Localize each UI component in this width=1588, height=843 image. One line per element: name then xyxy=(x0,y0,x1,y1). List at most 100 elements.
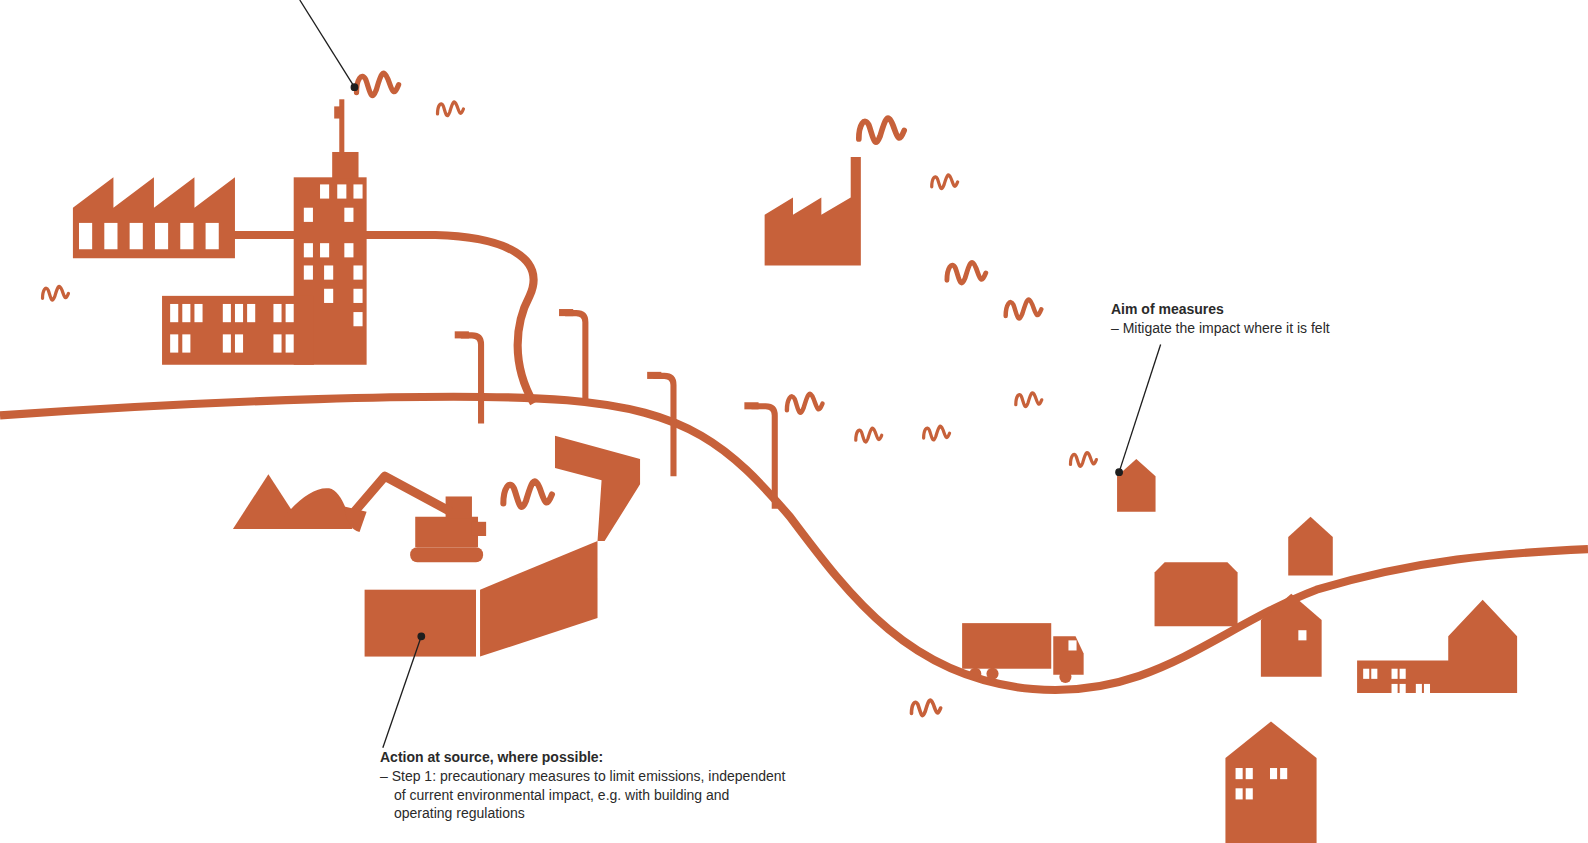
illustration-part xyxy=(182,334,190,352)
road xyxy=(0,397,1588,690)
excavator-arm xyxy=(354,476,450,511)
callout-note: – Step 1: precautionary measures to limi… xyxy=(380,767,786,823)
illustration-part xyxy=(344,243,353,257)
illustration-part xyxy=(304,265,313,279)
illustration-part xyxy=(1006,300,1042,319)
factory-chimney xyxy=(765,157,861,265)
illustration-part xyxy=(1371,669,1377,679)
illustration-part xyxy=(356,73,398,95)
illustration-part xyxy=(1070,453,1096,467)
window xyxy=(1298,630,1306,640)
excavator-body xyxy=(415,517,478,547)
illustration-part xyxy=(455,331,469,338)
illustration-part xyxy=(180,223,193,249)
illustration-part xyxy=(235,304,243,322)
illustration-part xyxy=(130,223,143,249)
illustration-part xyxy=(273,304,281,322)
illustration-part xyxy=(1400,669,1406,679)
illustration-shapes xyxy=(0,99,1588,843)
illustration-part xyxy=(1116,469,1122,475)
illustration-part xyxy=(235,334,243,352)
illustration-part xyxy=(1246,768,1253,779)
illustration-part xyxy=(856,428,882,442)
illustration-part xyxy=(170,334,178,352)
excavator-counterweight xyxy=(472,522,486,536)
illustration-part xyxy=(324,265,333,279)
tower-top xyxy=(332,152,358,178)
illustration-part xyxy=(155,223,168,249)
illustration-part xyxy=(337,184,346,198)
illustration-part xyxy=(947,263,986,283)
site-hoarding xyxy=(480,541,597,657)
house xyxy=(1225,721,1316,843)
illustration-part xyxy=(1400,684,1406,693)
illustration-part xyxy=(353,184,362,198)
low-building xyxy=(162,296,314,365)
truck-wheel xyxy=(1059,671,1071,683)
house xyxy=(1261,594,1322,677)
illustration-part xyxy=(1363,669,1369,679)
illustration-part xyxy=(353,265,362,279)
illustration-part xyxy=(286,304,294,322)
illustration-part xyxy=(653,376,673,476)
apartment-windows xyxy=(1363,669,1430,693)
illustration-part xyxy=(787,394,823,413)
illustration-part xyxy=(1416,684,1422,693)
callout-note: – Mitigate the impact where it is felt xyxy=(1111,319,1505,338)
illustration-part xyxy=(182,304,190,322)
illustration-part xyxy=(320,184,329,198)
illustration-part xyxy=(79,223,92,249)
illustration-part xyxy=(503,481,552,507)
illustration-part xyxy=(223,334,231,352)
callout-heading: Action at source, where possible: xyxy=(380,748,780,767)
low-building-windows xyxy=(170,304,294,353)
excavator-track xyxy=(410,547,483,562)
illustration-part xyxy=(1246,788,1253,799)
illustration-part xyxy=(1236,788,1243,799)
apartment xyxy=(1357,600,1517,693)
callout-heading: Aim of measures xyxy=(1111,300,1491,319)
illustration-part xyxy=(247,304,255,322)
illustration-part xyxy=(304,208,313,222)
factory xyxy=(73,177,235,258)
truck-cab xyxy=(1053,636,1083,675)
illustration-part xyxy=(418,633,424,639)
illustration-part xyxy=(1424,684,1430,693)
illustration-part xyxy=(1236,768,1243,779)
house xyxy=(1155,562,1238,626)
house xyxy=(1288,517,1333,576)
illustration-part xyxy=(1392,684,1398,693)
illustration-part xyxy=(1392,669,1398,679)
illustration-part xyxy=(744,402,758,409)
illustration-part xyxy=(924,426,950,440)
illustration-part xyxy=(559,309,573,316)
site-hoarding xyxy=(555,436,640,541)
truck-wheel xyxy=(986,668,998,680)
leader-lines xyxy=(300,0,1161,748)
site-hoarding xyxy=(365,590,476,657)
illustration-part xyxy=(1016,393,1042,407)
illustration-part xyxy=(351,84,357,90)
factory-windows xyxy=(79,223,219,249)
illustration-part xyxy=(751,406,774,508)
illustration-part xyxy=(170,304,178,322)
illustration-part xyxy=(461,335,481,423)
illustration-part xyxy=(300,0,355,87)
illustration-part xyxy=(859,118,904,142)
truck-wheel xyxy=(969,668,981,680)
illustration-part xyxy=(647,372,661,379)
illustration-part xyxy=(911,700,940,715)
illustration-part xyxy=(1280,768,1287,779)
illustration-part xyxy=(383,636,421,747)
illustration-part xyxy=(324,289,333,303)
illustration-part xyxy=(273,334,281,352)
illustration-part xyxy=(320,243,329,257)
truck-window xyxy=(1068,640,1076,650)
illustration-part xyxy=(932,175,958,189)
illustration-part xyxy=(438,102,464,116)
illustration-part xyxy=(223,304,231,322)
illustration-part xyxy=(43,286,69,300)
truck-trailer xyxy=(962,623,1051,669)
